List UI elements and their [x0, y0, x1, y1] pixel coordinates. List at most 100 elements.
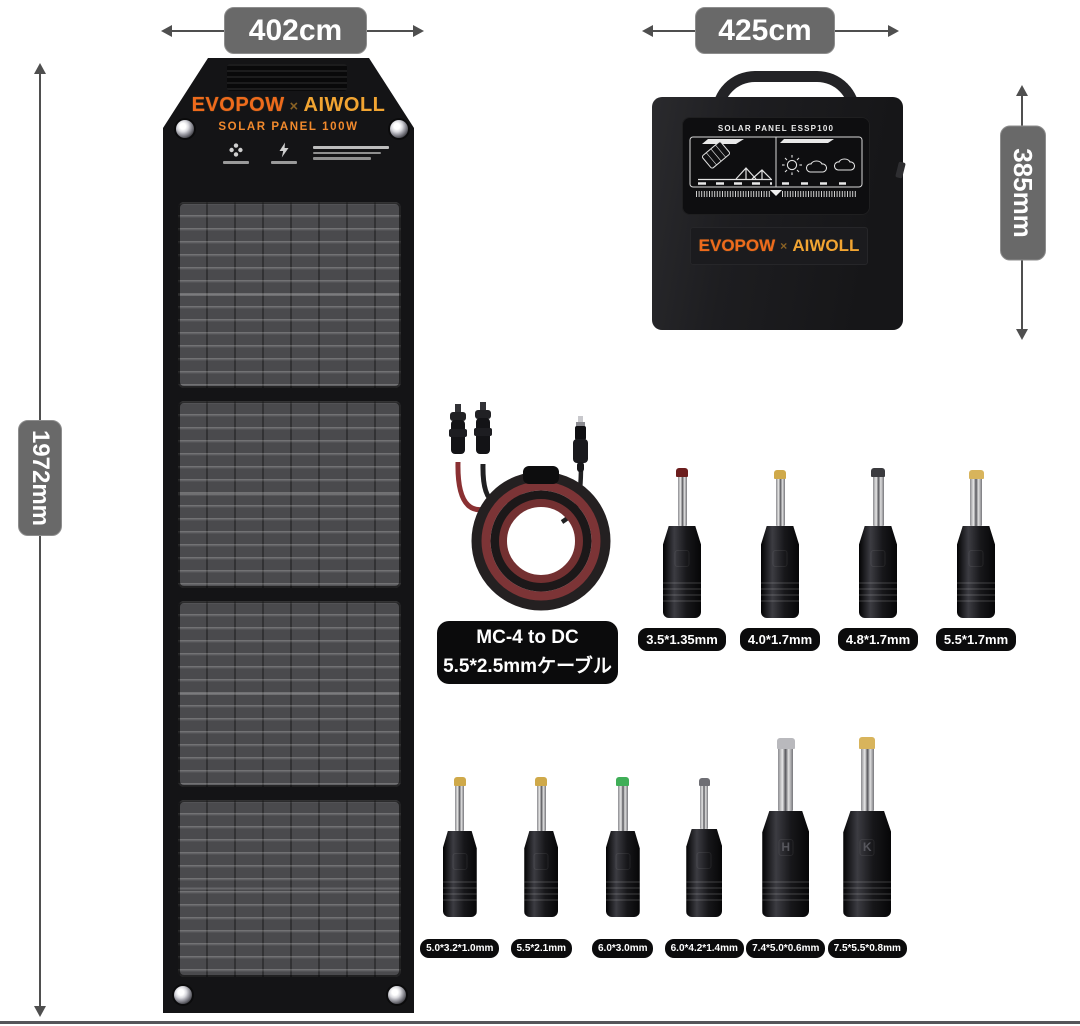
cable-label: MC-4 to DC 5.5*2.5mmケーブル — [437, 621, 618, 684]
brand-evopow: EVOPOW — [191, 94, 285, 116]
spec-patch: SOLAR PANEL ESSP100 — [682, 117, 906, 215]
solar-panel-icon — [701, 141, 731, 169]
cable-coil — [471, 471, 611, 611]
highlight-shape — [702, 139, 744, 144]
plug-letter — [870, 549, 886, 567]
solar-cell-segment — [178, 401, 401, 588]
plug-letter — [615, 853, 631, 871]
plug-pin — [970, 479, 982, 526]
certification-mark — [219, 142, 253, 164]
arrow-left-icon — [161, 25, 172, 37]
dc-adapter: K 7.5*5.5*0.8mm — [827, 737, 909, 958]
arrow-left-icon — [642, 25, 653, 37]
plug-body — [524, 831, 559, 917]
tiny-text-line — [223, 161, 249, 164]
unfolded-height-label: 1972mm — [18, 420, 62, 536]
folded-width-label: 425cm — [695, 7, 835, 54]
plug-pin — [455, 786, 465, 831]
grommet — [176, 120, 194, 138]
adapter-size-label: 5.0*3.2*1.0mm — [420, 939, 500, 958]
plug-body — [663, 526, 701, 618]
fine-print-block — [313, 146, 393, 163]
plug-body — [761, 526, 799, 618]
dc-adapter: 3.5*1.35mm — [633, 468, 731, 651]
plug-letter: H — [778, 838, 794, 856]
carry-handle — [712, 71, 860, 114]
plug-body: H — [762, 811, 810, 917]
bolt-icon — [279, 142, 289, 158]
brand-aiwoll: AIWOLL — [792, 236, 860, 255]
plug-body — [957, 526, 995, 618]
arrow-down-icon — [34, 1006, 46, 1017]
plug-tip-icon — [859, 737, 876, 749]
tiny-text-line — [313, 146, 389, 149]
plug-pin — [872, 477, 884, 526]
grommet — [388, 986, 406, 1004]
plug-tip-icon — [698, 778, 710, 786]
panel-title: SOLAR PANEL 100W — [218, 121, 359, 133]
grommet — [390, 120, 408, 138]
plug-body — [859, 526, 897, 618]
plug-letter — [772, 549, 788, 567]
plug-letter — [533, 853, 549, 871]
plug-tip-icon — [871, 468, 885, 477]
page-bottom-border — [0, 1021, 1080, 1024]
cable-label-line1: MC-4 to DC — [476, 627, 579, 648]
panel-brand: EVOPOW×AIWOLL — [163, 94, 414, 117]
plug-letter — [968, 549, 984, 567]
dc-adapter: 4.0*1.7mm — [731, 468, 829, 651]
brand-x-icon: × — [780, 239, 788, 253]
cable-label-line2: 5.5*2.5mmケーブル — [443, 655, 612, 677]
plug-letter — [696, 851, 712, 869]
plug-tip-icon — [776, 738, 795, 749]
arrow-right-icon — [888, 25, 899, 37]
tiny-text-line — [313, 157, 371, 160]
plug-body: K — [843, 811, 892, 917]
arrow-up-icon — [34, 63, 46, 74]
solar-cell-segment — [178, 800, 401, 977]
bag-brand: EVOPOW × AIWOLL — [690, 227, 868, 265]
dc-adapter: 6.0*4.2*1.4mm — [664, 737, 746, 958]
arrow-down-icon — [1016, 329, 1028, 340]
pointer-triangle — [770, 190, 782, 196]
patch-title: SOLAR PANEL ESSP100 — [717, 124, 835, 133]
plug-tip-icon — [453, 777, 466, 786]
plug-body — [442, 831, 477, 917]
dc-adapter: 4.8*1.7mm — [829, 468, 927, 651]
plug-pin — [536, 786, 546, 831]
adapter-size-label: 7.5*5.5*0.8mm — [827, 939, 907, 958]
plug-tip-icon — [616, 777, 630, 786]
brand-x-icon: × — [289, 99, 299, 115]
adapter-size-label: 5.5*2.1mm — [510, 939, 572, 958]
plug-tip-icon — [535, 777, 548, 786]
handle-window — [227, 64, 347, 91]
highlight-shape — [780, 139, 834, 143]
brand-aiwoll: AIWOLL — [303, 94, 386, 116]
plug-letter: K — [859, 838, 875, 856]
zipper-pull — [895, 161, 906, 179]
sun-icon — [782, 155, 802, 175]
plug-tip-icon — [676, 468, 688, 477]
dc-adapter: 5.5*1.7mm — [927, 468, 1025, 651]
brand-evopow: EVOPOW — [698, 236, 776, 255]
plug-pin — [677, 477, 687, 526]
plug-pin — [860, 749, 874, 811]
dc-adapter: 6.0*3.0mm — [582, 737, 664, 958]
plug-tip-icon — [774, 470, 786, 479]
tent-stand-icon — [698, 167, 772, 181]
solar-cell-segment — [178, 601, 401, 787]
dimension-line — [39, 72, 41, 1010]
unfolded-width-label: 402cm — [224, 7, 367, 54]
adapter-size-label: 5.5*1.7mm — [935, 628, 1017, 651]
plug-letter — [674, 549, 690, 567]
tiny-text-line — [271, 161, 297, 164]
cloud-icon — [833, 158, 856, 171]
plug-pin — [617, 786, 628, 831]
mc4-connector — [449, 404, 467, 454]
adapter-row-2: 5.0*3.2*1.0mm 5.5*2.1mm 6.0*3.0mm 6.0*4.2*1… — [419, 737, 908, 958]
tiny-text-line — [313, 151, 381, 154]
adapter-size-label: 6.0*3.0mm — [592, 939, 654, 958]
grommet — [174, 986, 192, 1004]
